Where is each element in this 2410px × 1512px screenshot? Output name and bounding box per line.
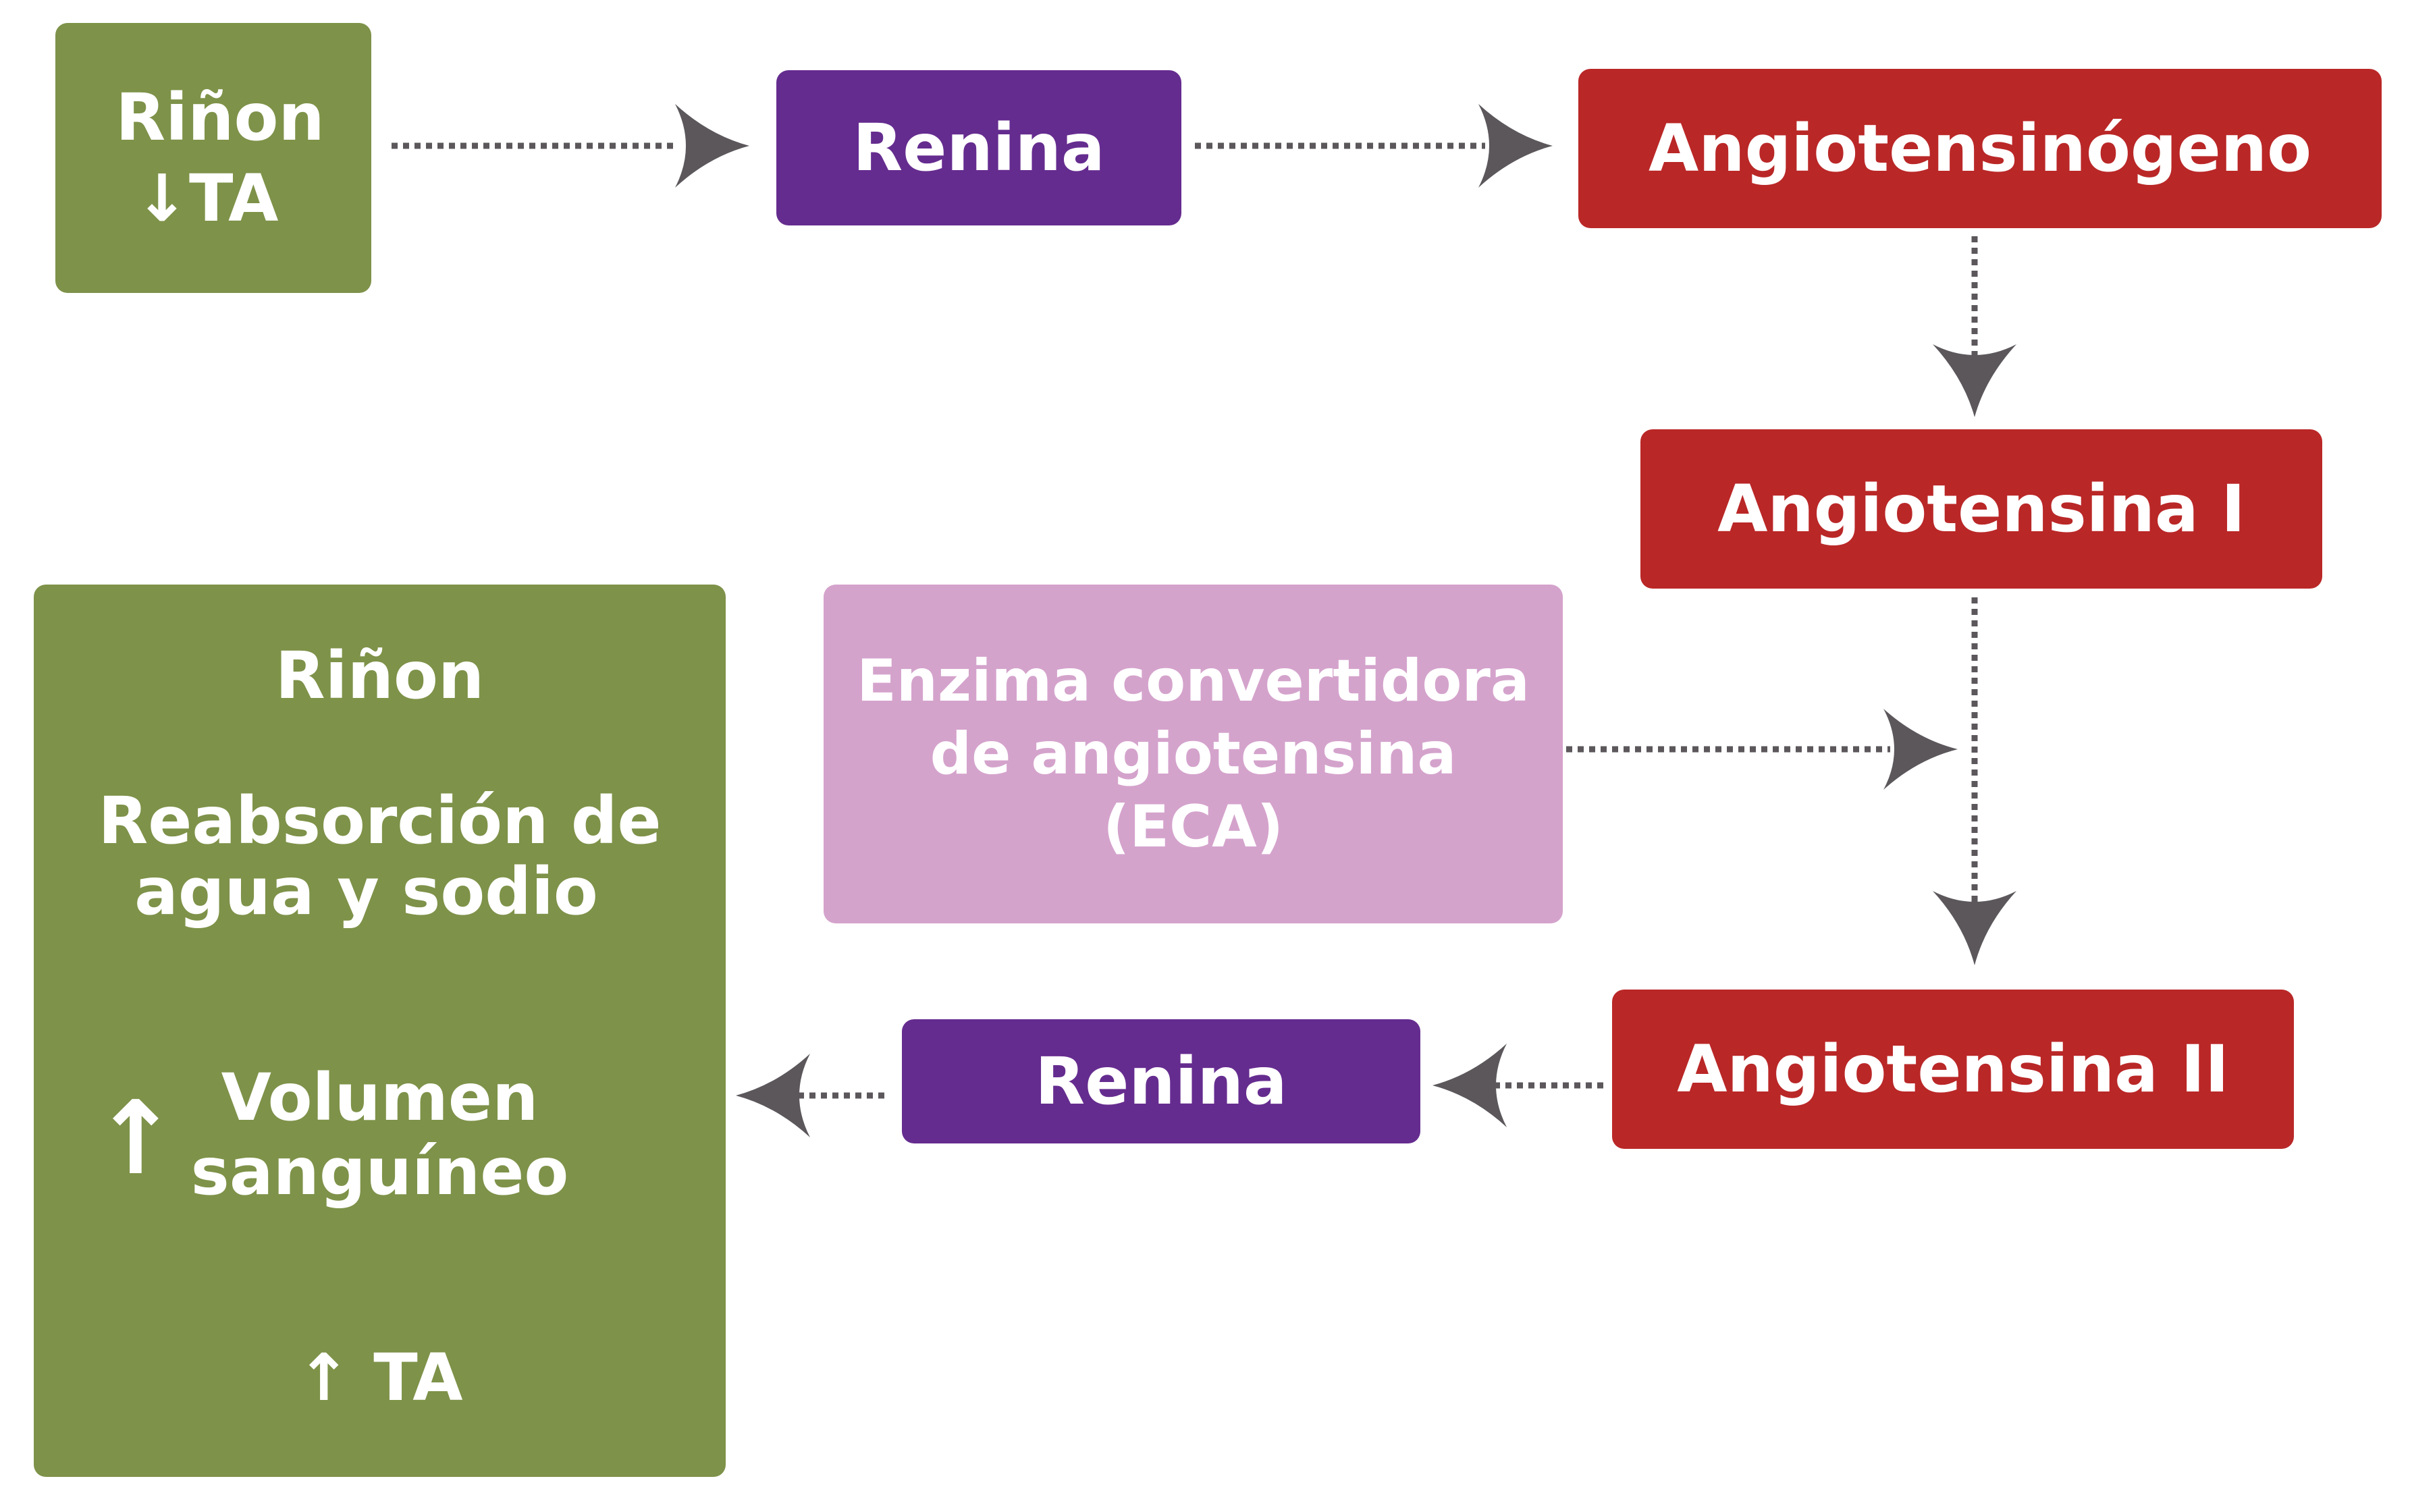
renin-label: Renina bbox=[853, 110, 1105, 186]
renin-node-top: Renina bbox=[776, 70, 1181, 225]
renin-label: Renina bbox=[1035, 1044, 1287, 1119]
pressure-increase-line: ↑ TA bbox=[34, 1340, 726, 1415]
kidney-response-node bbox=[34, 585, 726, 1477]
arrow-down-icon: ↓ bbox=[134, 161, 190, 236]
arrowhead-down bbox=[1933, 891, 2016, 965]
arrowhead-left bbox=[736, 1054, 810, 1137]
kidney-title: Riñon bbox=[115, 80, 325, 155]
angiotensinogen-label: Angiotensinógeno bbox=[1648, 111, 2312, 186]
pressure-label: TA bbox=[189, 161, 279, 236]
arrowhead-left bbox=[1432, 1044, 1507, 1127]
ace-line-3: (ECA) bbox=[1102, 793, 1284, 861]
pressure-label: TA bbox=[373, 1340, 463, 1415]
reabsorption-line-2: agua y sodio bbox=[134, 854, 598, 929]
volume-line-1: Volumen bbox=[221, 1060, 539, 1135]
arrow-up-icon: ↑ bbox=[296, 1340, 351, 1415]
kidney-response-title: Riñon bbox=[275, 638, 485, 713]
arrowhead-right bbox=[675, 104, 749, 188]
angiotensin-2-label: Angiotensina II bbox=[1677, 1031, 2229, 1107]
ace-line-2: de angiotensina bbox=[930, 720, 1457, 788]
angiotensin-2-node: Angiotensina II bbox=[1612, 990, 2294, 1149]
arrowhead-right bbox=[1883, 709, 1958, 790]
low-pressure-line: ↓TA bbox=[135, 161, 279, 236]
reabsorption-line-1: Reabsorción de bbox=[98, 783, 662, 859]
arrow-up-icon: ↑ bbox=[93, 1080, 178, 1197]
angiotensin-1-label: Angiotensina I bbox=[1717, 471, 2245, 547]
renin-node-bottom: Renina bbox=[902, 1019, 1420, 1143]
ace-node: Enzima convertidora de angiotensina (ECA… bbox=[824, 585, 1563, 923]
ace-line-1: Enzima convertidora bbox=[857, 647, 1530, 715]
volume-line-2: sanguíneo bbox=[190, 1134, 569, 1210]
kidney-low-pressure-node: Riñon ↓TA bbox=[55, 23, 371, 293]
arrowhead-down bbox=[1933, 344, 2016, 417]
angiotensin-1-node: Angiotensina I bbox=[1640, 429, 2322, 589]
arrowhead-right bbox=[1478, 104, 1553, 188]
angiotensinogen-node: Angiotensinógeno bbox=[1578, 69, 2382, 228]
